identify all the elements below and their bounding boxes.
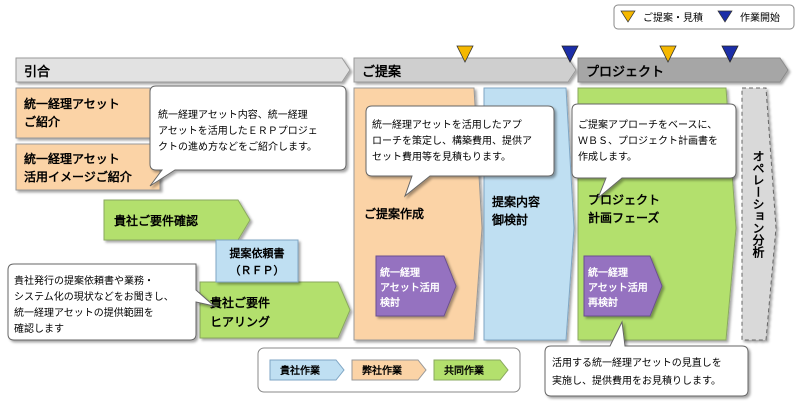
rfp-line1: 提案依頼書: [230, 246, 285, 260]
task-proposal-create-label: ご提案作成: [364, 206, 424, 221]
phase-arrow-proposal: [353, 57, 577, 83]
asset-recheck-line2: アセット活用: [588, 281, 648, 294]
callout-proposal-line3: セット費用等を見積もります。: [372, 150, 511, 163]
proposal-milestone-icon: [456, 45, 474, 63]
legend-joint-label: 共同作業: [444, 364, 485, 377]
callout-proposal-line2: ローチを策定し、構築費用、提供ア: [372, 134, 532, 147]
task-operation-analysis: [741, 87, 777, 341]
asset-review-line3: 検討: [380, 296, 400, 309]
task-review-line1: 提案内容: [492, 194, 540, 209]
phase-bar: 引合 ご提案 プロジェクト: [15, 57, 789, 83]
callout-project-line3: 作成します。: [578, 151, 637, 163]
asset-recheck-line3: 再検討: [588, 296, 618, 309]
callout-intro-line2: アセットを活用したＥＲＰプロジェ: [158, 125, 318, 137]
legend-client-label: 貴社作業: [280, 364, 321, 377]
callout-intro-line1: 統一経理アセット内容、統一経理: [158, 108, 308, 121]
task-asset-usage-recheck: [583, 255, 663, 317]
rfp-document: [215, 239, 299, 283]
marker-legend-box: [613, 4, 795, 30]
callout-hearing-line4: 確認します: [14, 322, 64, 335]
task-intro-line1: 統一経理アセット: [24, 96, 120, 111]
callout-project-line1: ご提案アプローチをベースに、: [578, 118, 717, 131]
marker-legend: ご提案・見積 作業開始: [613, 4, 795, 30]
callout-project-line2: ＷＢＳ、プロジェクト計画書を: [578, 134, 718, 147]
callout-recheck-line2: 実施し、提供費用をお見積りします。: [552, 374, 721, 387]
callout-introduction: [149, 85, 347, 187]
phase-arrow-inquiry: [15, 57, 351, 83]
task-image-line2: 活用イメージご紹介: [24, 169, 133, 184]
callout-hearing: [7, 263, 216, 341]
callout-hearing-line2: システム化の現状などをお聞きし、: [14, 290, 174, 303]
callout-proposal-line1: 統一経理アセットを活用したアプ: [372, 118, 522, 131]
task-asset-usage-review: [375, 255, 457, 317]
asset-review-line2: アセット活用: [380, 281, 440, 294]
task-usage-image: [15, 143, 161, 191]
task-review-line2: 御検討: [491, 212, 528, 227]
proposal-marker-icon: [620, 10, 636, 23]
project-proposal-milestone-icon: [659, 45, 677, 63]
start-milestone-icon: [561, 45, 579, 63]
phase-label-inquiry: 引合: [24, 64, 51, 80]
legend-proposal-label: ご提案・見積: [643, 11, 703, 24]
operation-start-milestone-icon: [721, 45, 739, 63]
operation-analysis-label: オペレーション分析: [751, 150, 765, 259]
legend-ours-label: 弊社作業: [362, 364, 403, 377]
task-intro-line2: ご紹介: [24, 114, 61, 129]
task-plan-line1: プロジェクト: [588, 192, 660, 207]
callout-recheck: [544, 320, 749, 397]
legend-ours-swatch: [351, 359, 427, 381]
work-type-legend: 貴社作業 弊社作業 共同作業: [257, 347, 521, 393]
task-requirement-confirm: [103, 199, 251, 241]
legend-client-swatch: [269, 359, 345, 381]
callout-hearing-line1: 貴社発行の提案依頼書や業務・: [14, 274, 154, 287]
callout-hearing-line3: 統一経理アセットの提供範囲を: [14, 306, 154, 319]
phase-arrow-project: [577, 57, 789, 83]
task-requirement-hearing: [199, 281, 351, 339]
phase-label-proposal: ご提案: [362, 64, 402, 80]
legend-joint-swatch: [433, 359, 509, 381]
rfp-line2: （ＲＦＰ）: [230, 264, 285, 277]
task-hearing-line1: 貴社ご要件: [210, 295, 270, 310]
callout-recheck-line1: 活用する統一経理アセットの見直しを: [552, 356, 722, 369]
asset-recheck-line1: 統一経理: [588, 266, 628, 279]
callout-intro-line3: クトの進め方などをご紹介します。: [158, 140, 317, 153]
task-asset-introduction: [15, 87, 151, 139]
callout-project: [571, 103, 737, 199]
work-start-marker-icon: [717, 10, 733, 23]
phase-label-project: プロジェクト: [586, 65, 664, 80]
asset-review-line1: 統一経理: [380, 266, 420, 279]
task-plan-line2: 計画フェーズ: [588, 210, 659, 225]
task-image-line1: 統一経理アセット: [24, 151, 120, 166]
task-hearing-line2: ヒアリング: [210, 314, 270, 329]
task-req-confirm-label: 貴社ご要件確認: [114, 213, 198, 228]
legend-work-start-label: 作業開始: [740, 11, 780, 24]
callout-proposal: [365, 105, 555, 198]
